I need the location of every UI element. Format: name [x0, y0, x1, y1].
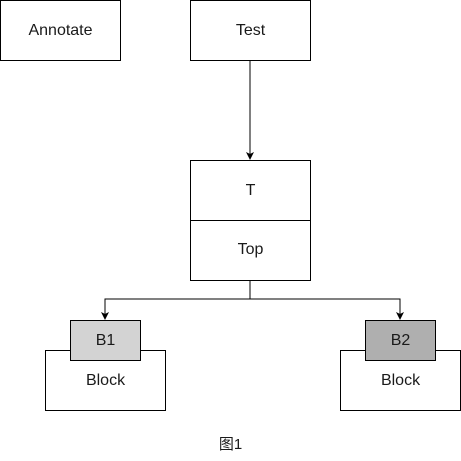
figure-caption: 图1: [218, 436, 243, 453]
block-1-tab[interactable]: B1: [70, 320, 141, 361]
top-node-body: Top: [191, 221, 310, 279]
test-node[interactable]: Test: [190, 0, 311, 61]
block-1-label: Block: [85, 372, 126, 389]
test-label: Test: [235, 21, 266, 39]
top-node-header: T: [191, 161, 310, 221]
annotate-node[interactable]: Annotate: [0, 0, 121, 61]
block-1-tab-label: B1: [95, 331, 116, 349]
top-node-header-label: T: [245, 181, 256, 199]
top-node[interactable]: T Top: [190, 160, 311, 281]
block-2-tab[interactable]: B2: [365, 320, 436, 361]
arrow-top-to-b1: [101, 280, 251, 320]
block-2-label: Block: [380, 372, 421, 389]
arrow-top-to-b2: [250, 298, 404, 320]
annotate-label: Annotate: [28, 21, 93, 39]
top-node-body-label: Top: [237, 241, 264, 258]
block-2-tab-label: B2: [390, 331, 411, 349]
